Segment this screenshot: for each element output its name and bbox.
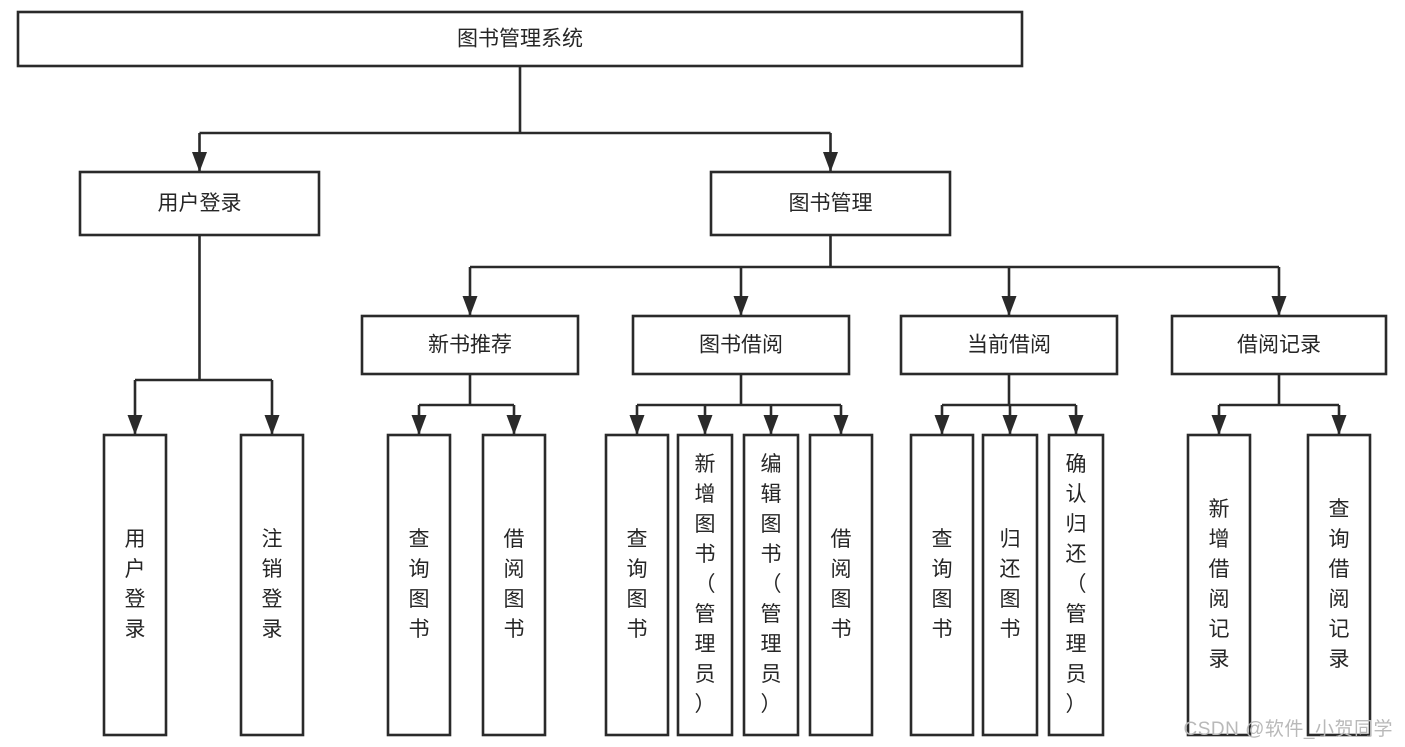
node-label: 用户登录: [125, 528, 146, 641]
node-leaf-query-book-3[interactable]: 查询图书: [909, 433, 975, 737]
node-login[interactable]: 用户登录: [78, 170, 321, 237]
node-box: [360, 314, 580, 376]
arrow-head-icon: [629, 415, 645, 435]
node-box: [631, 314, 851, 376]
node-box: [742, 433, 800, 737]
node-bookmgmt[interactable]: 图书管理: [709, 170, 952, 237]
node-label: 借阅记录: [1237, 334, 1321, 357]
node-label: 借阅图书: [831, 528, 852, 641]
node-box: [604, 433, 670, 737]
node-label: 编辑图书（管理员）: [761, 453, 782, 716]
node-box: [676, 433, 734, 737]
node-box: [102, 433, 168, 737]
node-label: 新增借阅记录: [1209, 498, 1230, 671]
node-label: 图书管理系统: [457, 28, 583, 51]
arrow-head-icon: [823, 152, 838, 172]
node-box: [1170, 314, 1388, 376]
node-box: [899, 314, 1119, 376]
node-newbook[interactable]: 新书推荐: [360, 314, 580, 376]
node-leaf-query-record[interactable]: 查询借阅记录: [1306, 433, 1372, 737]
node-label: 查询借阅记录: [1329, 498, 1350, 671]
node-box: [239, 433, 305, 737]
node-box: [909, 433, 975, 737]
node-leaf-add-record[interactable]: 新增借阅记录: [1186, 433, 1252, 737]
node-label: 查询图书: [627, 528, 648, 641]
arrow-head-icon: [462, 296, 478, 316]
node-label: 查询图书: [932, 528, 953, 641]
arrow-head-icon: [411, 415, 427, 435]
node-label: 图书管理: [789, 192, 873, 215]
node-box: [481, 433, 547, 737]
node-leaf-borrow-book-1[interactable]: 借阅图书: [481, 433, 547, 737]
node-label: 查询图书: [409, 528, 430, 641]
node-box: [709, 170, 952, 237]
node-root[interactable]: 图书管理系统: [16, 10, 1024, 68]
watermark-text: CSDN @软件_小贺同学: [1183, 719, 1393, 740]
arrow-head-icon: [506, 415, 522, 435]
node-box: [1306, 433, 1372, 737]
arrow-head-icon: [264, 415, 280, 435]
node-box: [1047, 433, 1105, 737]
arrow-head-icon: [192, 152, 207, 172]
arrow-head-icon: [763, 415, 779, 435]
arrow-head-icon: [1068, 415, 1084, 435]
node-box: [1186, 433, 1252, 737]
node-leaf-user-login[interactable]: 用户登录: [102, 433, 168, 737]
node-label: 图书借阅: [699, 334, 783, 357]
arrow-head-icon: [1002, 415, 1018, 435]
arrow-head-icon: [934, 415, 950, 435]
node-leaf-query-book-2[interactable]: 查询图书: [604, 433, 670, 737]
node-leaf-user-logout[interactable]: 注销登录: [239, 433, 305, 737]
node-leaf-add-book[interactable]: 新增图书（管理员）: [676, 433, 734, 737]
node-leaf-return-book[interactable]: 归还图书: [981, 433, 1039, 737]
node-label: 当前借阅: [967, 334, 1051, 357]
node-records[interactable]: 借阅记录: [1170, 314, 1388, 376]
diagram-nodes: 图书管理系统用户登录图书管理新书推荐图书借阅当前借阅借阅记录用户登录注销登录查询…: [16, 10, 1388, 737]
node-label: 用户登录: [158, 192, 242, 215]
node-borrow[interactable]: 图书借阅: [631, 314, 851, 376]
node-leaf-query-book-1[interactable]: 查询图书: [386, 433, 452, 737]
node-box: [386, 433, 452, 737]
node-label: 注销登录: [262, 528, 283, 641]
arrow-head-icon: [127, 415, 143, 435]
node-leaf-borrow-book-2[interactable]: 借阅图书: [808, 433, 874, 737]
node-label: 新书推荐: [428, 334, 512, 357]
node-label: 归还图书: [1000, 528, 1021, 641]
node-current[interactable]: 当前借阅: [899, 314, 1119, 376]
arrow-head-icon: [1331, 415, 1347, 435]
arrow-head-icon: [733, 296, 749, 316]
node-label: 借阅图书: [504, 528, 525, 641]
arrow-head-icon: [833, 415, 849, 435]
node-label: 确认归还（管理员）: [1066, 453, 1087, 716]
node-label: 新增图书（管理员）: [695, 453, 716, 716]
arrow-head-icon: [1211, 415, 1227, 435]
connector-lines: [127, 66, 1347, 435]
arrow-head-icon: [1001, 296, 1017, 316]
node-leaf-confirm-return[interactable]: 确认归还（管理员）: [1047, 433, 1105, 737]
node-leaf-edit-book[interactable]: 编辑图书（管理员）: [742, 433, 800, 737]
arrow-head-icon: [697, 415, 713, 435]
node-box: [808, 433, 874, 737]
node-box: [981, 433, 1039, 737]
arrow-head-icon: [1271, 296, 1287, 316]
node-box: [78, 170, 321, 237]
node-box: [16, 10, 1024, 68]
